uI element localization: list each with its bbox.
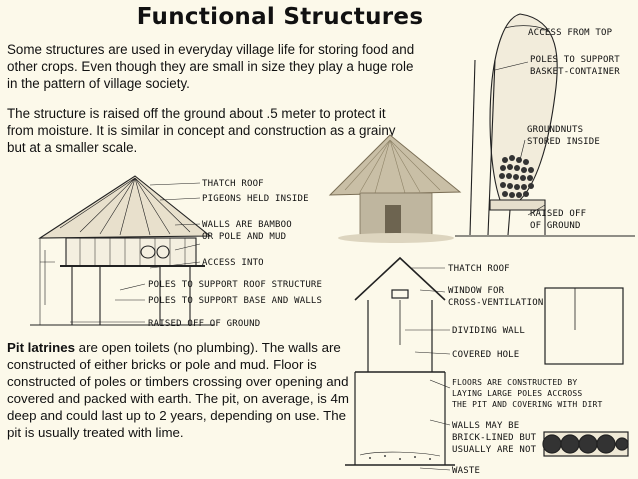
latrine-label-window-2: CROSS-VENTILATION xyxy=(448,298,544,308)
basket-label-access-top: ACCESS FROM TOP xyxy=(528,28,613,38)
slide-title: Functional Structures xyxy=(136,4,424,30)
intro-paragraph-1: Some structures are used in everyday vil… xyxy=(7,42,415,91)
latrine-section-sketch xyxy=(345,256,629,471)
basket-label-nuts-1: GROUNDNUTS xyxy=(527,125,583,135)
latrine-label-floors-2: LAYING LARGE POLES ACCROSS xyxy=(452,389,582,398)
latrine-lead: Pit latrines xyxy=(7,340,75,355)
latrine-paragraph: Pit latrines are open toilets (no plumbi… xyxy=(7,339,352,441)
basket-label-nuts-2: STORED INSIDE xyxy=(527,137,600,147)
latrine-label-dividing: DIVIDING WALL xyxy=(452,326,525,336)
granary-label-pigeons: PIGEONS HELD INSIDE xyxy=(202,194,309,204)
latrine-label-floors-1: FLOORS ARE CONSTRUCTED BY xyxy=(452,378,577,387)
granary-label-poles-roof: POLES TO SUPPORT ROOF STRUCTURE xyxy=(148,280,322,290)
latrine-label-walls-2: BRICK-LINED BUT xyxy=(452,433,537,443)
intro-paragraph-2: The structure is raised off the ground a… xyxy=(7,106,396,155)
latrine-label-window-1: WINDOW FOR xyxy=(448,286,505,296)
basket-label-raised-2: OF GROUND xyxy=(530,221,581,231)
latrine-body: are open toilets (no plumbing). The wall… xyxy=(7,340,349,440)
granary-label-poles-base: POLES TO SUPPORT BASE AND WALLS xyxy=(148,296,322,306)
basket-label-raised-1: RAISED OFF xyxy=(530,209,586,219)
latrine-label-thatch: THATCH ROOF xyxy=(448,264,510,274)
basket-label-poles-2: BASKET-CONTAINER xyxy=(530,67,620,77)
granary-label-walls-2: OR POLE AND MUD xyxy=(202,232,286,242)
latrine-label-walls-3: USUALLY ARE NOT xyxy=(452,445,537,455)
granary-label-thatch: THATCH ROOF xyxy=(202,179,264,189)
basket-sketch xyxy=(455,13,635,237)
latrine-label-waste: WASTE xyxy=(452,466,480,476)
basket-label-poles-1: POLES TO SUPPORT xyxy=(530,55,620,65)
latrine-label-walls-1: WALLS MAY BE xyxy=(452,421,519,431)
granary-sketch xyxy=(30,175,215,326)
latrine-label-floors-3: THE PIT AND COVERING WITH DIRT xyxy=(452,400,603,409)
granary-label-raised: RAISED OFF OF GROUND xyxy=(148,319,260,329)
granary-label-walls-1: WALLS ARE BAMBOO xyxy=(202,220,292,230)
hut-photo xyxy=(328,134,462,243)
latrine-label-covered: COVERED HOLE xyxy=(452,350,519,360)
granary-label-access: ACCESS INTO xyxy=(202,258,264,268)
